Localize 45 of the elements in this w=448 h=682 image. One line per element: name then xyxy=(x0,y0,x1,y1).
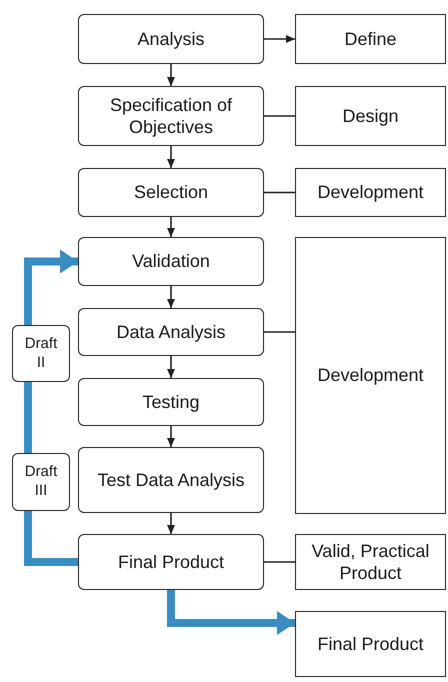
arrow xyxy=(167,217,175,237)
process-box xyxy=(78,378,264,426)
node-label: Final Product xyxy=(317,632,424,656)
process-box xyxy=(78,14,264,64)
node-label: Specification of Objectives xyxy=(108,94,234,138)
arrow xyxy=(167,64,175,86)
feedback-arrow xyxy=(24,250,78,325)
node-label: Design xyxy=(342,104,399,128)
process-box xyxy=(78,534,264,590)
arrow xyxy=(264,35,295,43)
connector-line xyxy=(264,115,295,117)
process-box xyxy=(78,168,264,217)
stage-box xyxy=(295,237,446,514)
node-label: Final Product xyxy=(118,550,224,574)
node-label: Analysis xyxy=(137,28,205,50)
arrow xyxy=(167,356,175,378)
node-label: Selection xyxy=(134,181,208,204)
draft-box xyxy=(12,325,70,382)
node-label: Draft II xyxy=(24,334,58,372)
arrow xyxy=(167,286,175,308)
node-label: Development xyxy=(317,181,424,204)
stage-box xyxy=(295,611,446,677)
node-label: Data Analysis xyxy=(116,320,226,344)
draft-box xyxy=(12,453,70,511)
connector-line xyxy=(264,331,295,333)
arrow xyxy=(167,426,175,447)
stage-box xyxy=(295,534,446,590)
stage-box xyxy=(295,168,446,217)
process-box xyxy=(78,308,264,356)
process-box xyxy=(78,237,264,286)
arrow xyxy=(167,146,175,168)
node-label: Define xyxy=(344,28,397,50)
process-box xyxy=(78,447,264,513)
stage-box xyxy=(295,86,446,146)
process-box xyxy=(78,86,264,146)
stage-box xyxy=(295,14,446,64)
node-label: Validation xyxy=(132,250,210,273)
node-label: Draft III xyxy=(24,463,58,501)
node-label: Valid, Practical Product xyxy=(310,540,430,584)
node-label: Development xyxy=(317,364,424,387)
node-label: Testing xyxy=(142,390,200,414)
connector-line xyxy=(264,192,295,194)
connector-line xyxy=(264,561,295,563)
arrow xyxy=(167,513,175,534)
node-label: Test Data Analysis xyxy=(97,468,245,492)
